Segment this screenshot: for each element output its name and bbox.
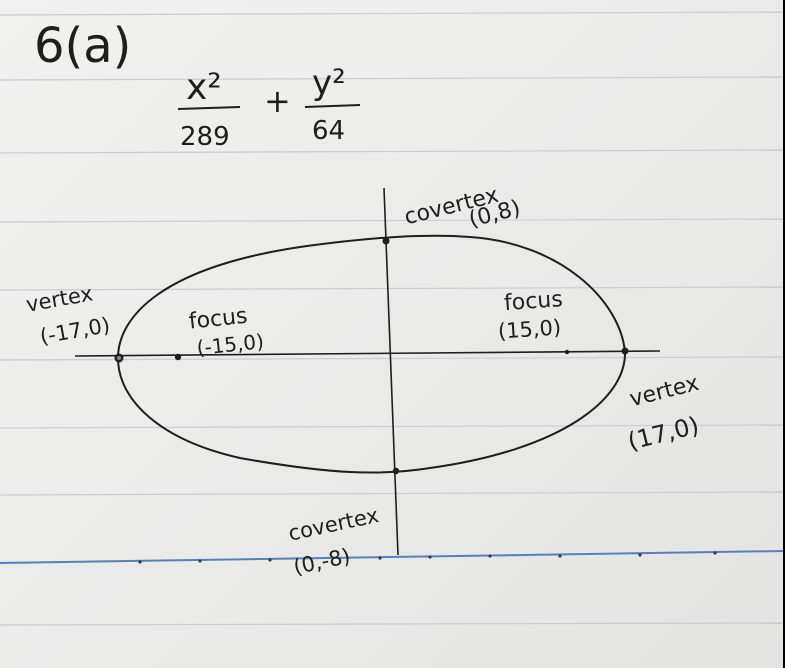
ruled-lines [0, 11, 783, 626]
focus-right-dot [564, 349, 570, 355]
x-axis [74, 350, 661, 357]
covertex-bottom-coords: (0,-8) [291, 544, 352, 579]
margin-line [0, 550, 783, 564]
vertex-right-dot [621, 347, 629, 355]
axes [74, 187, 661, 556]
term1-numerator: x² [186, 67, 222, 108]
vertex-right-title: vertex [627, 371, 701, 412]
covertex-top-dot [382, 237, 390, 245]
focus-left-coords: (-15,0) [195, 329, 264, 360]
focus-right-coords: (15,0) [497, 315, 562, 343]
covertex-bottom-title: covertex [286, 503, 381, 546]
term2-numerator: y² [312, 63, 346, 103]
equation-operator: + [264, 82, 291, 120]
term2-denominator: 64 [312, 116, 345, 146]
y-axis [383, 187, 399, 556]
focus-left-dot [174, 353, 182, 361]
focus-right-title: focus [503, 287, 563, 316]
equation: x² 289 + y² 64 [177, 63, 361, 152]
term1-denominator: 289 [180, 122, 230, 152]
covertex-bottom-dot [392, 467, 400, 475]
vertex-right-coords: (17,0) [625, 411, 702, 456]
focus-left-title: focus [188, 304, 249, 335]
vertex-left-title: vertex [24, 281, 94, 316]
vertex-left-coords: (-17,0) [38, 313, 112, 349]
problem-label: 6(a) [34, 18, 131, 74]
point-markers [114, 237, 629, 475]
